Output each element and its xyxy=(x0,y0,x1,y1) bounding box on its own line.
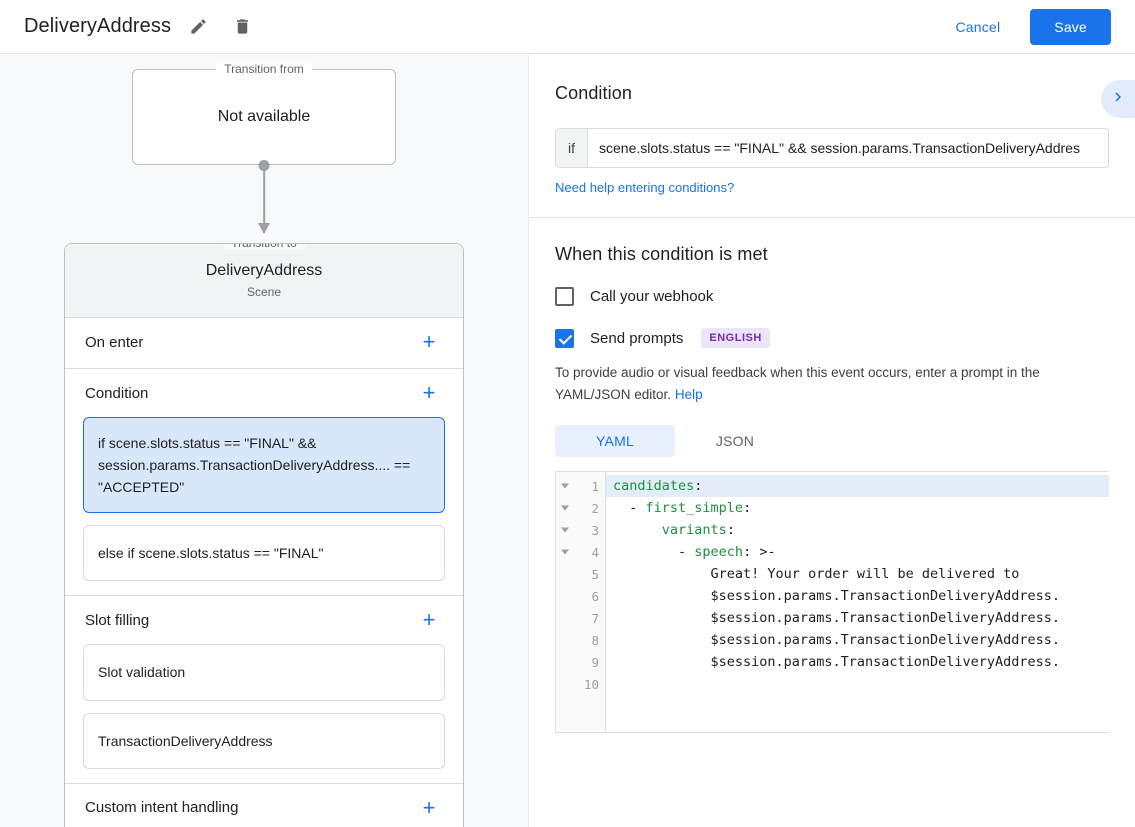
editor-line-number: 3 xyxy=(556,519,605,541)
editor-code-line: $session.params.TransactionDeliveryAddre… xyxy=(613,610,1061,627)
fold-arrow-icon[interactable] xyxy=(561,527,569,533)
section-custom-intent-handling: Custom intent handling + xyxy=(65,784,463,827)
section-title: Slot filling xyxy=(85,611,150,629)
transition-to-title: DeliveryAddress xyxy=(205,262,323,279)
prompts-help-link[interactable]: Help xyxy=(674,386,703,402)
expand-panel-button[interactable] xyxy=(1101,80,1135,118)
editor-line-number: 8 xyxy=(591,632,599,648)
condition-heading: Condition xyxy=(555,83,632,103)
left-panel: Transition from Not available Transition… xyxy=(0,55,529,827)
call-webhook-checkbox[interactable] xyxy=(555,287,574,306)
section-header-on-enter: On enter + xyxy=(65,318,463,366)
editor-line-number: 9 xyxy=(591,654,599,670)
transition-from-box: Transition from Not available xyxy=(132,62,396,165)
transition-to-legend: Transition to xyxy=(223,243,305,250)
section-header-condition: Condition + xyxy=(65,369,463,417)
call-webhook-label: Call your webhook xyxy=(590,288,714,305)
editor-code-line: variants: xyxy=(661,522,735,539)
language-badge: ENGLISH xyxy=(701,328,770,348)
send-prompts-label: Send prompts xyxy=(590,329,684,347)
delete-button[interactable] xyxy=(225,10,259,44)
edit-button[interactable] xyxy=(181,10,215,44)
editor-line-number: 1 xyxy=(556,475,605,497)
connector-line xyxy=(263,165,265,227)
webhook-row: Call your webhook xyxy=(555,287,1109,306)
when-condition-met-section: When this condition is met Call your web… xyxy=(529,218,1135,734)
section-title: Condition xyxy=(85,384,149,402)
transition-to-card: Transition to DeliveryAddress Scene On e… xyxy=(64,243,464,827)
if-label: if xyxy=(556,129,588,167)
send-prompts-row: Send prompts ENGLISH xyxy=(555,328,1109,348)
editor-line-number: 2 xyxy=(556,497,605,519)
section-title: Custom intent handling xyxy=(85,799,239,817)
condition-help-link[interactable]: Need help entering conditions? xyxy=(555,180,735,195)
section-header-custom-intent-handling: Custom intent handling + xyxy=(65,784,463,827)
page-title: DeliveryAddress xyxy=(24,15,172,37)
add-custom-intent-button[interactable]: + xyxy=(422,794,436,820)
list-item-condition-selected[interactable]: if scene.slots.status == "FINAL" && sess… xyxy=(83,417,445,514)
connector-arrow-icon xyxy=(258,223,270,234)
right-panel: Condition if Need help entering conditio… xyxy=(529,55,1135,827)
when-condition-met-heading: When this condition is met xyxy=(555,244,768,264)
list-item-slot-transaction-delivery-address[interactable]: TransactionDeliveryAddress xyxy=(83,712,445,769)
prompts-description-text: To provide audio or visual feedback when… xyxy=(555,365,1040,402)
tab-json[interactable]: JSON xyxy=(715,433,755,450)
send-prompts-checkbox[interactable] xyxy=(555,328,574,348)
editor-line-number: 7 xyxy=(591,610,599,626)
tab-yaml[interactable]: YAML xyxy=(555,425,675,458)
fold-arrow-icon[interactable] xyxy=(561,505,569,511)
editor-code-line: $session.params.TransactionDeliveryAddre… xyxy=(613,654,1061,671)
fold-arrow-icon[interactable] xyxy=(561,483,569,489)
condition-input[interactable] xyxy=(588,129,1108,167)
editor-code-line: - speech: >- xyxy=(613,544,776,561)
pencil-icon xyxy=(189,17,208,36)
add-slot-filling-button[interactable]: + xyxy=(422,607,436,633)
add-condition-button[interactable]: + xyxy=(422,380,436,405)
editor-line-number: 5 xyxy=(591,566,599,582)
trash-icon xyxy=(233,17,252,36)
section-slot-filling: Slot filling + Slot validation Transacti… xyxy=(65,596,463,784)
editor-line-number: 6 xyxy=(591,588,599,604)
chevron-right-icon xyxy=(1109,88,1127,111)
editor-line-number: 10 xyxy=(583,676,599,692)
section-title: On enter xyxy=(85,333,144,351)
add-on-enter-button[interactable]: + xyxy=(422,329,436,354)
list-item-slot-validation[interactable]: Slot validation xyxy=(83,644,445,701)
section-on-enter: On enter + xyxy=(65,318,463,369)
editor-code-line: - first_simple: xyxy=(613,500,752,517)
section-condition: Condition + if scene.slots.status == "FI… xyxy=(65,369,463,597)
section-header-slot-filling: Slot filling + xyxy=(65,596,463,644)
cancel-button[interactable]: Cancel xyxy=(940,11,1017,43)
list-item-condition[interactable]: else if scene.slots.status == "FINAL" xyxy=(83,525,445,582)
editor-code-line xyxy=(606,673,1109,695)
transition-connector xyxy=(132,160,396,243)
transition-to-subtitle: Scene xyxy=(246,285,282,299)
editor-code-line: $session.params.TransactionDeliveryAddre… xyxy=(613,632,1061,649)
transition-from-value: Not available xyxy=(217,108,311,125)
editor-code-area[interactable]: candidates: - first_simple: variants: - … xyxy=(606,472,1109,732)
condition-section: Condition if Need help entering conditio… xyxy=(529,55,1135,218)
save-button[interactable]: Save xyxy=(1030,8,1111,45)
editor-line-number: 4 xyxy=(556,541,605,563)
condition-input-row: if xyxy=(555,128,1109,168)
fold-arrow-icon[interactable] xyxy=(561,549,569,555)
transition-from-legend: Transition from xyxy=(216,62,312,76)
transition-diagram: Transition from Not available xyxy=(0,55,528,243)
transition-to-header: DeliveryAddress Scene xyxy=(65,244,463,318)
editor-format-tabs: YAML JSON xyxy=(555,425,1109,458)
editor-code-line: Great! Your order will be delivered to xyxy=(613,566,1020,583)
editor-code-line: $session.params.TransactionDeliveryAddre… xyxy=(613,588,1061,605)
top-app-bar: DeliveryAddress Cancel Save xyxy=(0,0,1135,54)
prompts-description: To provide audio or visual feedback when… xyxy=(555,362,1109,405)
editor-code-line: candidates: xyxy=(606,475,1109,498)
